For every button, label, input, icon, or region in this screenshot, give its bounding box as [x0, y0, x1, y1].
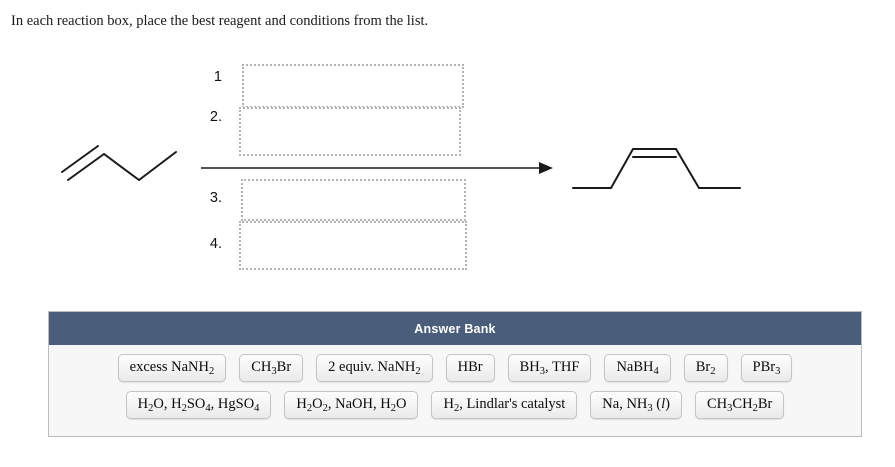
reagent-chip-h2o-h2so4-hgso4[interactable]: H2O, H2SO4, HgSO4 — [125, 391, 272, 419]
reagent-chip-na-nh3-l[interactable]: Na, NH3 (l) — [590, 391, 682, 419]
reagent-chip-excess-nanh2[interactable]: excess NaNH2 — [117, 354, 227, 382]
step-label-3: 3. — [209, 190, 222, 206]
step-label-4: 4. — [209, 236, 222, 252]
reagent-chip-2-equiv-nanh2[interactable]: 2 equiv. NaNH2 — [316, 354, 433, 382]
reagent-chip-pbr3[interactable]: PBr3 — [740, 354, 793, 382]
answer-bank-panel: Answer Bank excess NaNH2 CH3Br 2 equiv. Na… — [48, 311, 862, 437]
scheme-drawing — [61, 145, 741, 189]
reagent-chip-bh3-thf[interactable]: BH3, THF — [507, 354, 592, 382]
answer-bank-body: excess NaNH2 CH3Br 2 equiv. NaNH2 HBr BH3, T… — [49, 345, 861, 419]
step-label-2: 2. — [209, 109, 222, 125]
reaction-scheme: 1 2. 3. 4. — [61, 64, 741, 270]
reagent-drop-zone-3[interactable] — [241, 179, 466, 221]
reagent-drop-zone-1[interactable] — [242, 64, 464, 108]
reagent-chip-nabh4[interactable]: NaBH4 — [604, 354, 671, 382]
reagent-chip-row-1: excess NaNH2 CH3Br 2 equiv. NaNH2 HBr BH3, T… — [55, 354, 855, 382]
reaction-arrow — [201, 162, 553, 174]
question-prompt: In each reaction box, place the best rea… — [11, 13, 429, 29]
reagent-drop-zone-4[interactable] — [239, 221, 467, 270]
reagent-chip-ch3br[interactable]: CH3Br — [239, 354, 304, 382]
answer-bank-title: Answer Bank — [49, 312, 861, 345]
reactant-structure — [61, 145, 177, 181]
reagent-chip-ch3ch2br[interactable]: CH3CH2Br — [695, 391, 785, 419]
product-structure — [572, 148, 741, 189]
reagent-chip-hbr[interactable]: HBr — [445, 354, 495, 382]
reagent-drop-zone-2[interactable] — [239, 107, 461, 156]
reagent-chip-h2o2-naoh-h2o[interactable]: H2O2, NaOH, H2O — [284, 391, 419, 419]
step-label-1: 1 — [213, 69, 222, 85]
reagent-chip-h2-lindlars[interactable]: H2, Lindlar's catalyst — [431, 391, 578, 419]
reagent-chip-row-2: H2O, H2SO4, HgSO4 H2O2, NaOH, H2O H2, Lind… — [55, 391, 855, 419]
reagent-chip-br2[interactable]: Br2 — [683, 354, 728, 382]
